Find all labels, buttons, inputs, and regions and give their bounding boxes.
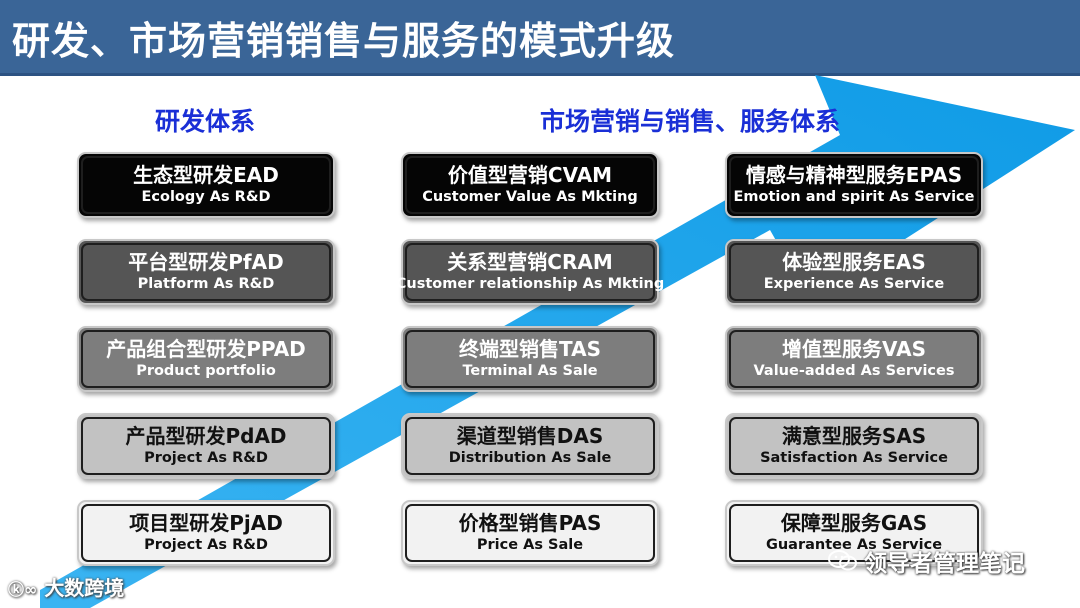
model-name-en: Ecology As R&D [141, 189, 271, 205]
model-name-en: Customer relationship As Mkting [395, 276, 665, 292]
model-name-en: Distribution As Sale [448, 450, 612, 466]
box-border [81, 243, 331, 301]
model-name-en: Price As Sale [476, 537, 584, 553]
box-border [729, 504, 979, 562]
model-name-cn: 满意型服务SAS [781, 424, 927, 448]
logo-icon: ⓚ∞ [8, 580, 38, 599]
rd-heading: 研发体系 [154, 107, 255, 136]
model-box: 体验型服务EAS Experience As Service [725, 239, 983, 305]
watermark-left: ⓚ∞ 大数跨境 [8, 572, 124, 601]
model-name-cn: 情感与精神型服务EPAS [745, 163, 963, 187]
model-box: 满意型服务SAS Satisfaction As Service [725, 413, 983, 479]
model-name-en: Customer Value As Mkting [422, 189, 638, 205]
model-box: 保障型服务GAS Guarantee As Service [725, 500, 983, 566]
model-name-cn: 增值型服务VAS [781, 337, 926, 361]
box-border [81, 330, 331, 388]
model-name-cn: 生态型研发EAD [133, 163, 279, 187]
wechat-icon [828, 549, 858, 573]
model-name-en: Platform As R&D [137, 276, 275, 292]
model-box: 关系型营销CRAM Customer relationship As Mkting [396, 239, 664, 305]
model-name-en: Terminal As Sale [462, 363, 598, 379]
watermark-right: 领导者管理笔记 [828, 544, 1025, 578]
model-name-cn: 关系型营销CRAM [447, 250, 613, 274]
model-name-en: Experience As Service [763, 276, 945, 292]
model-box: 平台型研发PfAD Platform As R&D [77, 239, 335, 305]
model-name-en: Emotion and spirit As Service [733, 189, 975, 205]
box-border [81, 417, 331, 475]
model-box: 生态型研发EAD Ecology As R&D [77, 152, 335, 218]
model-box: 项目型研发PjAD Project As R&D [77, 500, 335, 566]
model-name-cn: 保障型服务GAS [780, 511, 928, 535]
box-border [405, 330, 655, 388]
model-name-en: Satisfaction As Service [760, 450, 948, 466]
model-name-cn: 价值型营销CVAM [447, 163, 613, 187]
box-border [729, 156, 979, 214]
page-title: 研发、市场营销销售与服务的模式升级 [12, 19, 676, 63]
model-name-cn: 产品型研发PdAD [125, 424, 287, 448]
title-bar: 研发、市场营销销售与服务的模式升级 [0, 0, 1080, 76]
box-border [81, 504, 331, 562]
model-box: 价格型销售PAS Price As Sale [401, 500, 659, 566]
model-name-cn: 终端型销售TAS [459, 337, 601, 361]
box-border [405, 417, 655, 475]
box-border [729, 417, 979, 475]
model-box: 渠道型销售DAS Distribution As Sale [401, 413, 659, 479]
watermark-right-text: 领导者管理笔记 [864, 551, 1025, 577]
model-name-cn: 项目型研发PjAD [129, 511, 283, 535]
model-box: 终端型销售TAS Terminal As Sale [401, 326, 659, 392]
box-border [405, 243, 655, 301]
box-border [81, 156, 331, 214]
box-border [729, 330, 979, 388]
model-box: 产品型研发PdAD Project As R&D [77, 413, 335, 479]
box-border [405, 504, 655, 562]
watermark-left-text: 大数跨境 [44, 576, 125, 600]
model-box: 情感与精神型服务EPAS Emotion and spirit As Servic… [725, 152, 983, 218]
model-name-en: Project As R&D [144, 450, 268, 466]
model-name-en: Product portfolio [136, 363, 276, 379]
model-box: 价值型营销CVAM Customer Value As Mkting [401, 152, 659, 218]
model-name-en: Project As R&D [144, 537, 268, 553]
model-name-cn: 渠道型销售DAS [456, 424, 604, 448]
model-name-en: Value-added As Services [753, 363, 955, 379]
model-box: 产品组合型研发PPAD Product portfolio [77, 326, 335, 392]
box-border [405, 156, 655, 214]
model-name-en: Guarantee As Service [765, 537, 943, 553]
model-box: 增值型服务VAS Value-added As Services [725, 326, 983, 392]
model-name-cn: 产品组合型研发PPAD [106, 337, 306, 361]
market-heading: 市场营销与销售、服务体系 [539, 107, 840, 136]
model-name-cn: 平台型研发PfAD [128, 250, 284, 274]
box-border [729, 243, 979, 301]
model-name-cn: 体验型服务EAS [782, 250, 926, 274]
model-name-cn: 价格型销售PAS [458, 511, 602, 535]
